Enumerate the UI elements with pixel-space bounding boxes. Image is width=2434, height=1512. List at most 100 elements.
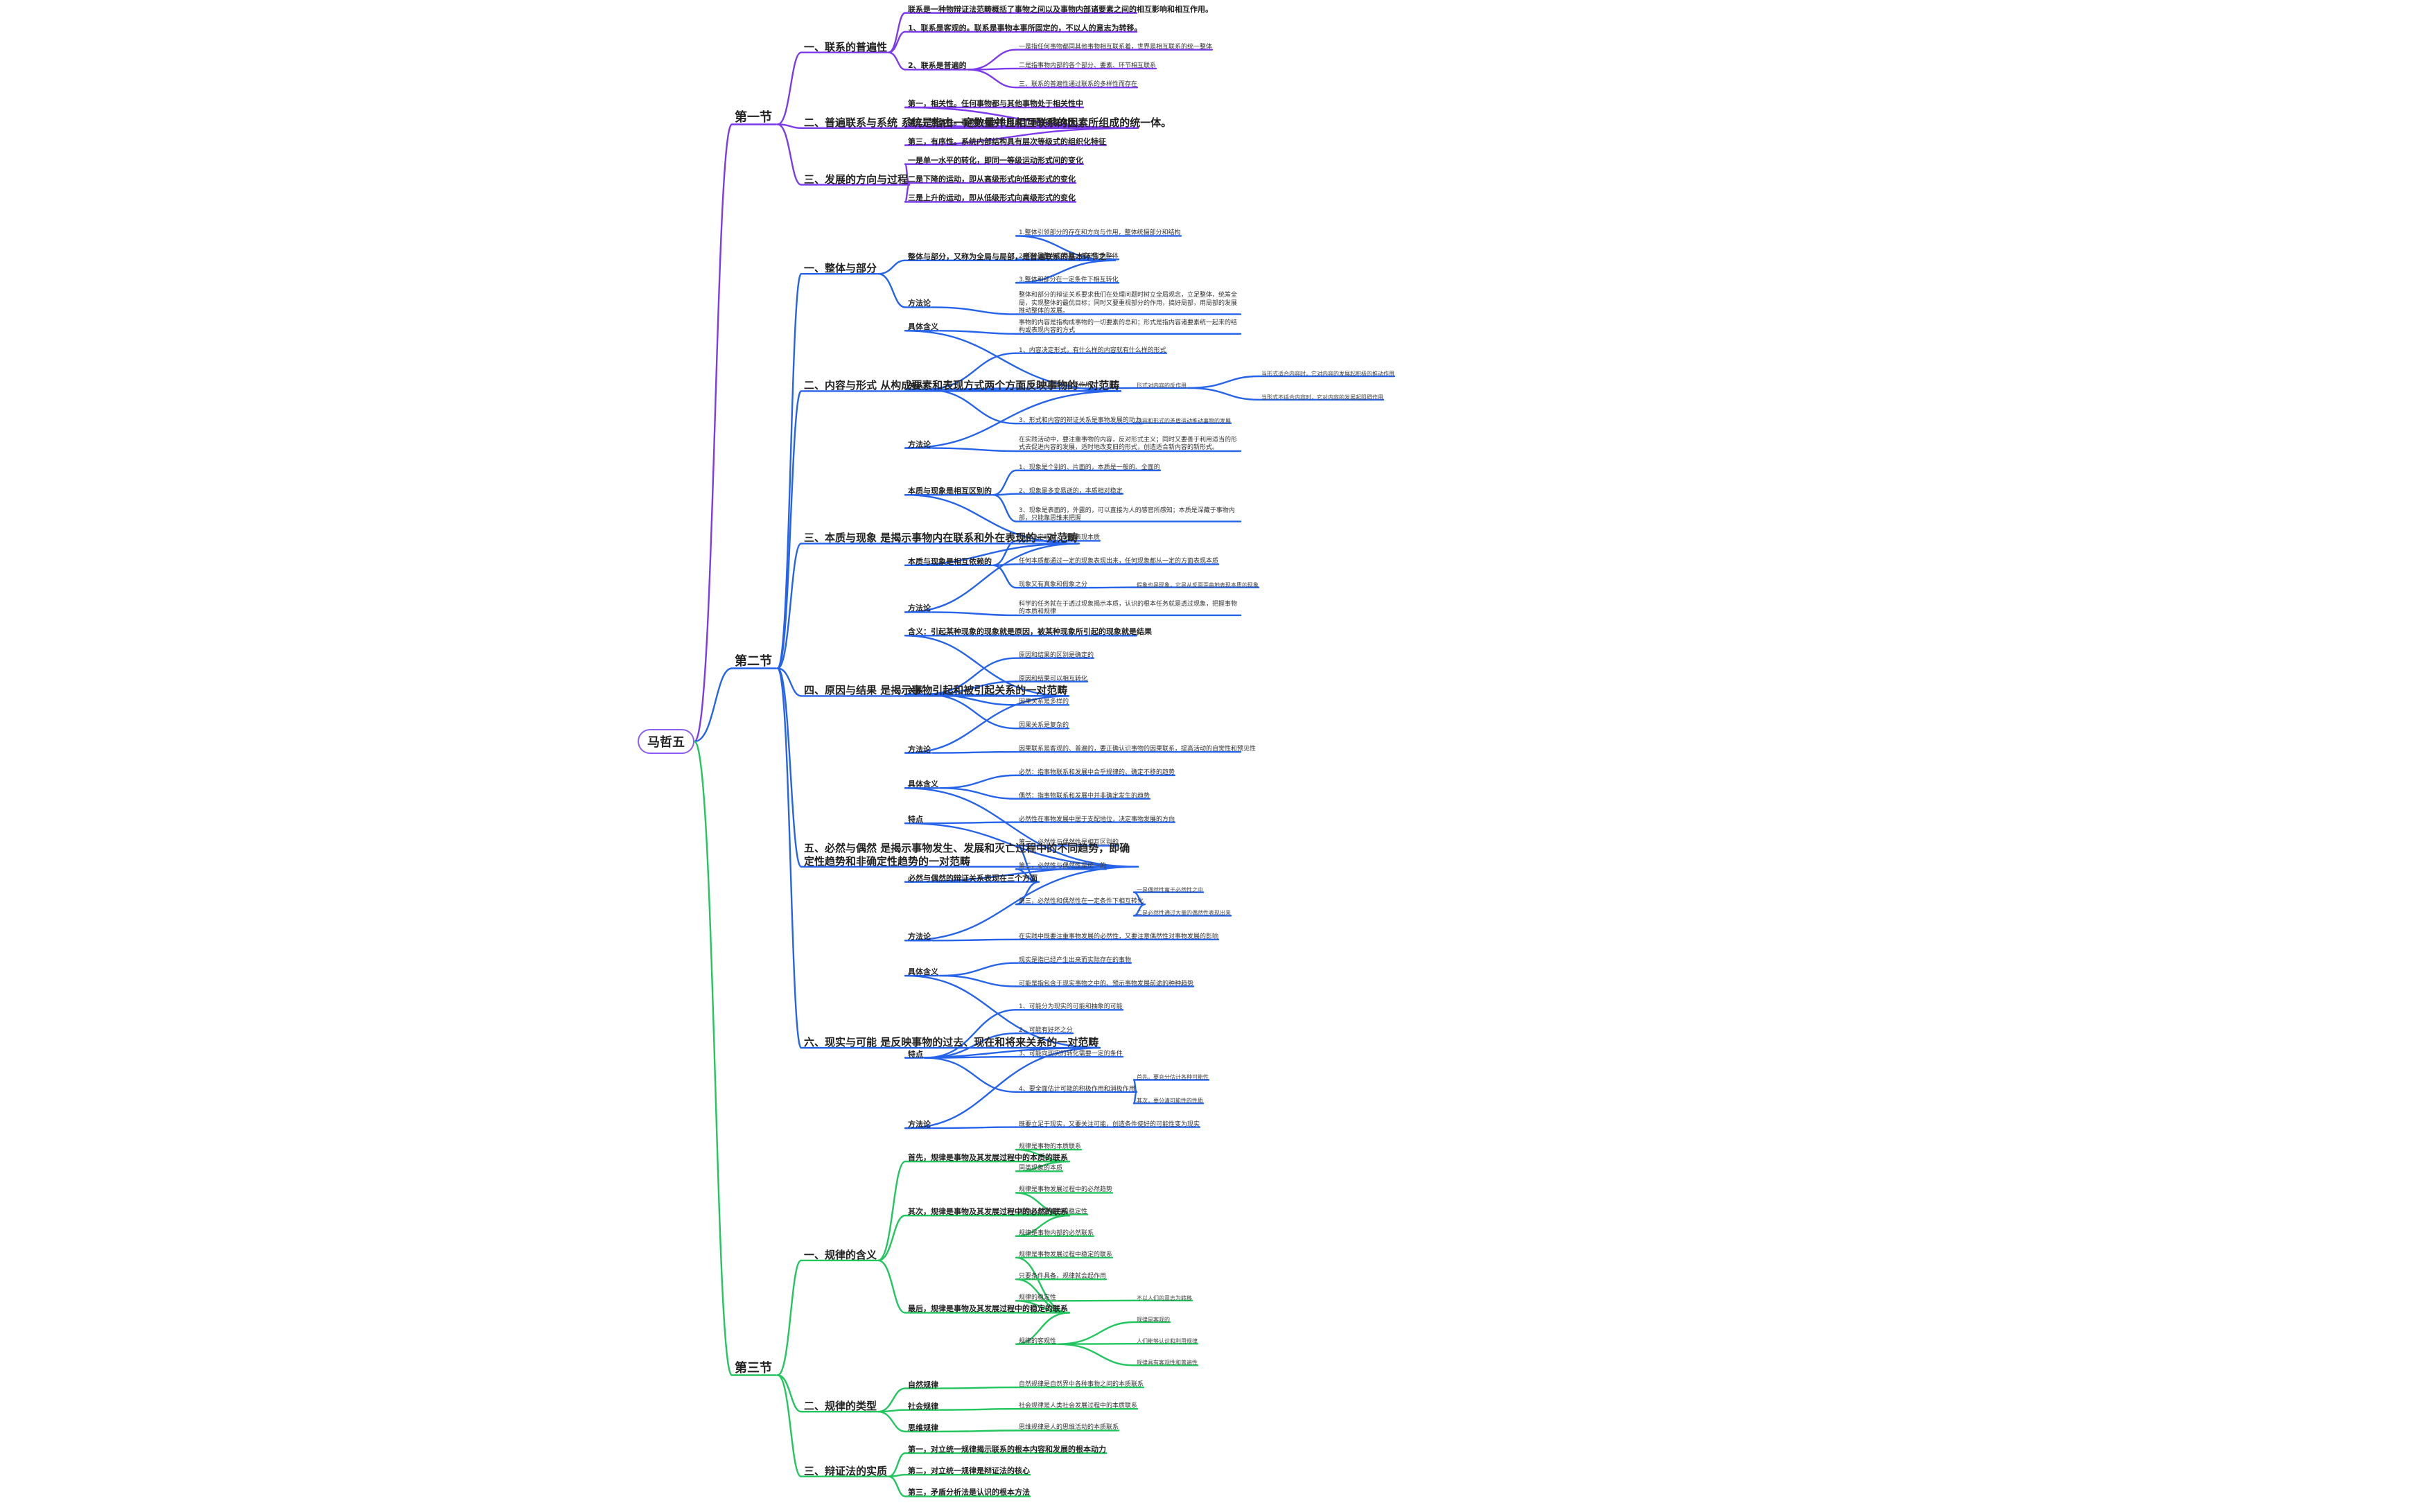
- subtopic-node[interactable]: 3.整体和部分在一定条件下相互转化: [1019, 276, 1119, 284]
- subtopic-node[interactable]: 规律的客观性: [1019, 1337, 1057, 1345]
- subtopic-node[interactable]: 自然规律是自然界中各种事物之间的本质联系: [1019, 1381, 1144, 1389]
- topic-node[interactable]: 四、原因与结果 是揭示事物引起和被引起关系的一对范畴: [804, 684, 1068, 697]
- subtopic-node[interactable]: 特点: [908, 1049, 923, 1059]
- subtopic-node[interactable]: 原因和结果的区别是确定的: [1019, 651, 1094, 659]
- subtopic-node[interactable]: 2、形式对内容具有反作用: [1019, 382, 1092, 389]
- subtopic-node[interactable]: 特点: [908, 815, 923, 825]
- topic-node[interactable]: 六、现实与可能 是反映事物的过去、现在和将来关系的一对范畴: [804, 1036, 1099, 1049]
- subtopic-node[interactable]: 社会规律是人类社会发展过程中的本质联系: [1019, 1403, 1138, 1410]
- topic-node[interactable]: 一、联系的普遍性: [804, 40, 888, 53]
- subtopic-node[interactable]: 必然与偶然的辩证关系表现在三个方面: [908, 873, 1037, 883]
- subtopic-node[interactable]: 第一，必然性与偶然性是相互区别的: [1019, 839, 1119, 847]
- subtopic-node[interactable]: 本质与现象是相互依赖的: [908, 556, 992, 566]
- subtopic-node[interactable]: 因果联系是客观的、普遍的，要正确认识事物的因果联系，提高活动的自觉性和预见性: [1019, 746, 1257, 753]
- subtopic-node[interactable]: 规律具有客观性和普遍性: [1137, 1360, 1198, 1366]
- subtopic-node[interactable]: 第二，必然性与偶然性是统一的: [1019, 863, 1107, 870]
- subtopic-node[interactable]: 方法论: [908, 932, 931, 942]
- subtopic-node[interactable]: 首先，要充分估计各种可能性: [1137, 1074, 1209, 1081]
- subtopic-node[interactable]: 含义：引起某种现象的现象就是原因，被某种现象所引起的现象就是结果: [908, 627, 1152, 637]
- subtopic-node[interactable]: 规律的稳定性: [1019, 1294, 1057, 1302]
- subtopic-node[interactable]: 当形式不适合内容时，它对内容的发展起阻碍作用: [1261, 394, 1383, 401]
- subtopic-node[interactable]: 2.部分是整体的基础，部分影响整体: [1019, 253, 1119, 261]
- subtopic-node[interactable]: 二是必然性通过大量的偶然性表现出来: [1137, 910, 1231, 917]
- section-node[interactable]: 第三节: [735, 1360, 772, 1375]
- subtopic-node[interactable]: 现象又有真象和假象之分: [1019, 581, 1088, 589]
- subtopic-node[interactable]: 2、可能有好坏之分: [1019, 1027, 1073, 1035]
- subtopic-node[interactable]: 现实是指已经产生出来而实际存在的事物: [1019, 956, 1132, 964]
- subtopic-node[interactable]: 最后，规律是事物及其发展过程中的稳定的联系: [908, 1304, 1068, 1314]
- subtopic-node[interactable]: 其次，规律是事物及其发展过程中的必然的联系: [908, 1207, 1068, 1217]
- subtopic-node[interactable]: 方法论: [908, 744, 931, 754]
- subtopic-node[interactable]: 规律是事物发展过程中的必然趋势: [1019, 1186, 1113, 1194]
- topic-node[interactable]: 一、规律的含义: [804, 1248, 877, 1261]
- subtopic-node[interactable]: 1、内容决定形式，有什么样的内容就有什么样的形式: [1019, 346, 1166, 354]
- subtopic-node[interactable]: 3、形式和内容的辩证关系是事物发展的动力: [1019, 417, 1141, 425]
- subtopic-node[interactable]: 在实践活动中，要注重事物的内容，反对形式主义；同时又要善于利用适当的形式去促进内…: [1019, 437, 1238, 452]
- subtopic-node[interactable]: 思维规律: [908, 1423, 938, 1432]
- subtopic-node[interactable]: 假象也是现象，它是从反面歪曲地表现本质的现象: [1137, 581, 1259, 588]
- subtopic-node[interactable]: 规律具有普遍性和稳定性: [1019, 1208, 1088, 1215]
- subtopic-node[interactable]: 具体含义: [908, 967, 938, 977]
- subtopic-node[interactable]: 本质决定现象，现象表现本质: [1019, 534, 1101, 542]
- subtopic-node[interactable]: 方法论: [908, 1120, 931, 1129]
- subtopic-node[interactable]: 方法论: [908, 299, 931, 308]
- topic-node[interactable]: 三、本质与现象 是揭示事物内在联系和外在表现的一对范畴: [804, 531, 1078, 545]
- subtopic-node[interactable]: 3、现象是表面的，外露的，可以直接为人的感官所感知；本质是深藏于事物内部，只能靠…: [1019, 507, 1235, 522]
- subtopic-node[interactable]: 只要条件具备，规律就会起作用: [1019, 1273, 1107, 1281]
- subtopic-node[interactable]: 第二，对立统一规律是辩证法的核心: [908, 1466, 1030, 1476]
- subtopic-node[interactable]: 既要立足于现实，又要关注可能，创造条件使好的可能性变为现实: [1019, 1120, 1200, 1128]
- subtopic-node[interactable]: 1、可能分为现实的可能和抽象的可能: [1019, 1003, 1123, 1011]
- topic-node[interactable]: 五、必然与偶然 是揭示事物发生、发展和灭亡过程中的不同趋势，即确定性趋势和非确定…: [804, 841, 1130, 868]
- subtopic-node[interactable]: 第三，必然性和偶然性在一定条件下相互转化: [1019, 898, 1144, 906]
- subtopic-node[interactable]: 其次，要分清可能性的性质: [1137, 1098, 1203, 1105]
- subtopic-node[interactable]: 第一，对立统一规律揭示联系的根本内容和发展的根本动力: [908, 1445, 1106, 1454]
- subtopic-node[interactable]: 必然性在事物发展中居于支配地位，决定事物发展的方向: [1019, 816, 1175, 823]
- topic-node[interactable]: 二、内容与形式 从构成要素和表现方式两个方面反映事物的一对范畴: [804, 379, 1120, 392]
- subtopic-node[interactable]: 可能是指包含于现实事物之中的、预示事物发展前途的种种趋势: [1019, 980, 1194, 987]
- subtopic-node[interactable]: 人们能够认识和利用规律: [1137, 1338, 1198, 1345]
- topic-node[interactable]: 二、普遍联系与系统 系统是指由一定数量并且相互联系的因素所组成的统一体。: [804, 116, 1172, 129]
- subtopic-node[interactable]: 因果关系是多样的: [1019, 698, 1069, 706]
- subtopic-node[interactable]: 科学的任务就在于透过现象揭示本质，认识的根本任务就是透过现象，把握事物的本质和规…: [1019, 600, 1238, 616]
- subtopic-node[interactable]: 三、联系的普遍性通过联系的多样性而存在: [1019, 81, 1138, 89]
- subtopic-node[interactable]: 原因和结果可以相互转化: [1019, 675, 1088, 683]
- subtopic-node[interactable]: 本质与现象是相互区别的: [908, 486, 992, 496]
- subtopic-node[interactable]: 具体含义: [908, 780, 938, 789]
- subtopic-node[interactable]: 第三，有序性。系统内部结构具有层次等级式的组织化特征: [908, 137, 1106, 146]
- subtopic-node[interactable]: 首先，规律是事物及其发展过程中的本质的联系: [908, 1153, 1068, 1163]
- subtopic-node[interactable]: 一是单一水平的转化，即同一等级运动形式间的变化: [908, 155, 1083, 165]
- subtopic-node[interactable]: 必然：指事物联系和发展中合乎规律的、确定不移的趋势: [1019, 768, 1175, 776]
- subtopic-node[interactable]: 第三，矛盾分析法是认识的根本方法: [908, 1488, 1030, 1497]
- subtopic-node[interactable]: 第一，相关性。任何事物都与其他事物处于相关性中: [908, 99, 1083, 108]
- subtopic-node[interactable]: 同类现象的本质: [1019, 1165, 1063, 1172]
- subtopic-node[interactable]: 二是指事物内部的各个部分、要素、环节相互联系: [1019, 62, 1157, 69]
- subtopic-node[interactable]: 整体与部分，又称为全局与局部，是普遍联系的基本环节之一: [908, 252, 1114, 261]
- topic-node[interactable]: 三、发展的方向与过程: [804, 173, 909, 186]
- subtopic-node[interactable]: 在实践中既要注重事物发展的必然性，又要注意偶然性对事物发展的影响: [1019, 933, 1219, 940]
- subtopic-node[interactable]: 自然规律: [908, 1380, 938, 1389]
- topic-node[interactable]: 二、规律的类型: [804, 1400, 877, 1413]
- subtopic-node[interactable]: 因果关系是复杂的: [1019, 722, 1069, 730]
- subtopic-node[interactable]: 一是偶然性寓于必然性之中: [1137, 886, 1203, 893]
- subtopic-node[interactable]: 内容和形式的矛盾运动推动事物的发展: [1137, 417, 1231, 424]
- subtopic-node[interactable]: 三是上升的运动，即从低级形式向高级形式的变化: [908, 193, 1076, 203]
- subtopic-node[interactable]: 1.整体引领部分的存在和方向与作用，整体统摄部分和结构: [1019, 229, 1181, 237]
- root-node[interactable]: 马哲五: [638, 729, 694, 754]
- topic-node[interactable]: 一、整体与部分: [804, 262, 877, 275]
- subtopic-node[interactable]: 联系是一种物辩证法范畴概括了事物之间以及事物内部诸要素之间的相互影响和相互作用。: [908, 4, 1213, 14]
- subtopic-node[interactable]: 思维规律是人的思维活动的本质联系: [1019, 1424, 1119, 1432]
- subtopic-node[interactable]: 2、联系是普遍的: [908, 61, 967, 71]
- subtopic-node[interactable]: 整体和部分的辩证关系要求我们在处理问题时树立全局观念，立足整体，统筹全局，实现整…: [1019, 292, 1238, 315]
- subtopic-node[interactable]: 当形式适合内容时，它对内容的发展起积极的推动作用: [1261, 371, 1394, 377]
- subtopic-node[interactable]: 规律是事物内部的必然联系: [1019, 1229, 1094, 1237]
- subtopic-node[interactable]: 具体含义: [908, 322, 938, 332]
- subtopic-node[interactable]: 1、联系是客观的。联系是事物本事所固定的，不以人的意志为转移。: [908, 23, 1142, 33]
- subtopic-node[interactable]: 不以人们的意志为转移: [1137, 1294, 1192, 1301]
- subtopic-node[interactable]: 规律是客观的: [1137, 1317, 1170, 1323]
- subtopic-node[interactable]: 二是下降的运动，即从高级形式向低级形式的变化: [908, 175, 1076, 184]
- subtopic-node[interactable]: 方法论: [908, 604, 931, 613]
- subtopic-node[interactable]: 任何本质都通过一定的现象表现出来，任何现象都从一定的方面表现本质: [1019, 558, 1219, 565]
- subtopic-node[interactable]: 规律是事物发展过程中稳定的联系: [1019, 1251, 1113, 1258]
- subtopic-node[interactable]: 偶然：指事物联系和发展中并非确定发生的趋势: [1019, 792, 1150, 800]
- subtopic-node[interactable]: 方法论: [908, 439, 931, 449]
